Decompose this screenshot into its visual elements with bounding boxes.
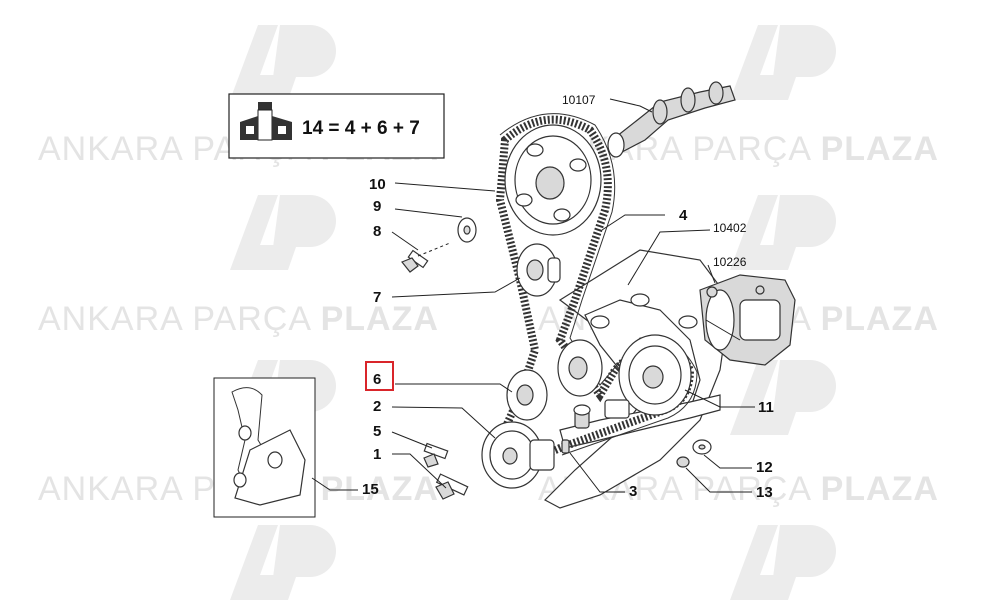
bolt-8: [401, 242, 451, 273]
callout-6: 6: [373, 371, 381, 388]
callout-10226: 10226: [713, 255, 747, 269]
svg-text:ANKARA PARÇA PLAZA: ANKARA PARÇA PLAZA: [38, 300, 439, 338]
ap-logo-icon: [230, 25, 336, 100]
callout-13: 13: [756, 484, 773, 501]
ap-logo-icon: [730, 25, 836, 100]
svg-text:ANKARA PARÇA PLAZA: ANKARA PARÇA PLAZA: [538, 470, 939, 508]
tensioner-pulley-6: [506, 369, 548, 421]
ap-logo-icon: [730, 525, 836, 600]
ap-logo-icon: [230, 195, 336, 270]
fuel-pump: [699, 274, 796, 366]
kit-formula: 14 = 4 + 6 + 7: [302, 118, 420, 139]
ap-logo-icon: [230, 525, 336, 600]
washer-12: [692, 439, 712, 455]
callout-12: 12: [756, 459, 773, 476]
highlight-box: [365, 361, 394, 391]
callout-10402: 10402: [713, 221, 747, 235]
ap-logo-icon: [730, 360, 836, 435]
callout-2: 2: [373, 398, 381, 415]
pump-sprocket: [618, 334, 692, 416]
callout-11: 11: [758, 399, 774, 416]
callout-10107: 10107: [562, 93, 596, 107]
camshaft-sprocket: [504, 124, 602, 236]
belt-routing-inset: [213, 377, 316, 518]
bolt-1: [435, 473, 469, 500]
idler-pulley: [516, 243, 561, 297]
ap-logo-icon: [730, 195, 836, 270]
callout-9: 9: [373, 198, 381, 215]
bolt-5: [423, 442, 449, 468]
callout-15: 15: [362, 481, 379, 498]
nut-13: [676, 456, 690, 468]
callout-labels: 10107 10 4 10402 9 10226 8 7 6 2 11 5 1 …: [362, 93, 774, 501]
washer: [457, 217, 477, 243]
callout-8: 8: [373, 223, 381, 240]
camshaft: [607, 81, 736, 158]
callout-7: 7: [373, 289, 381, 306]
crankshaft-sprocket: [481, 421, 555, 489]
woodruff-key: [561, 439, 570, 454]
callout-1: 1: [373, 446, 381, 463]
callout-10: 10: [369, 176, 386, 193]
kit-box-icon: [240, 102, 292, 141]
leader-lines: [311, 98, 755, 493]
tensioner-stud: [573, 399, 630, 429]
callout-3: 3: [629, 483, 637, 500]
callout-4: 4: [679, 207, 688, 224]
callout-5: 5: [373, 423, 381, 440]
kit-legend: 14 = 4 + 6 + 7: [228, 93, 445, 159]
tensioner-roller: [557, 339, 603, 397]
